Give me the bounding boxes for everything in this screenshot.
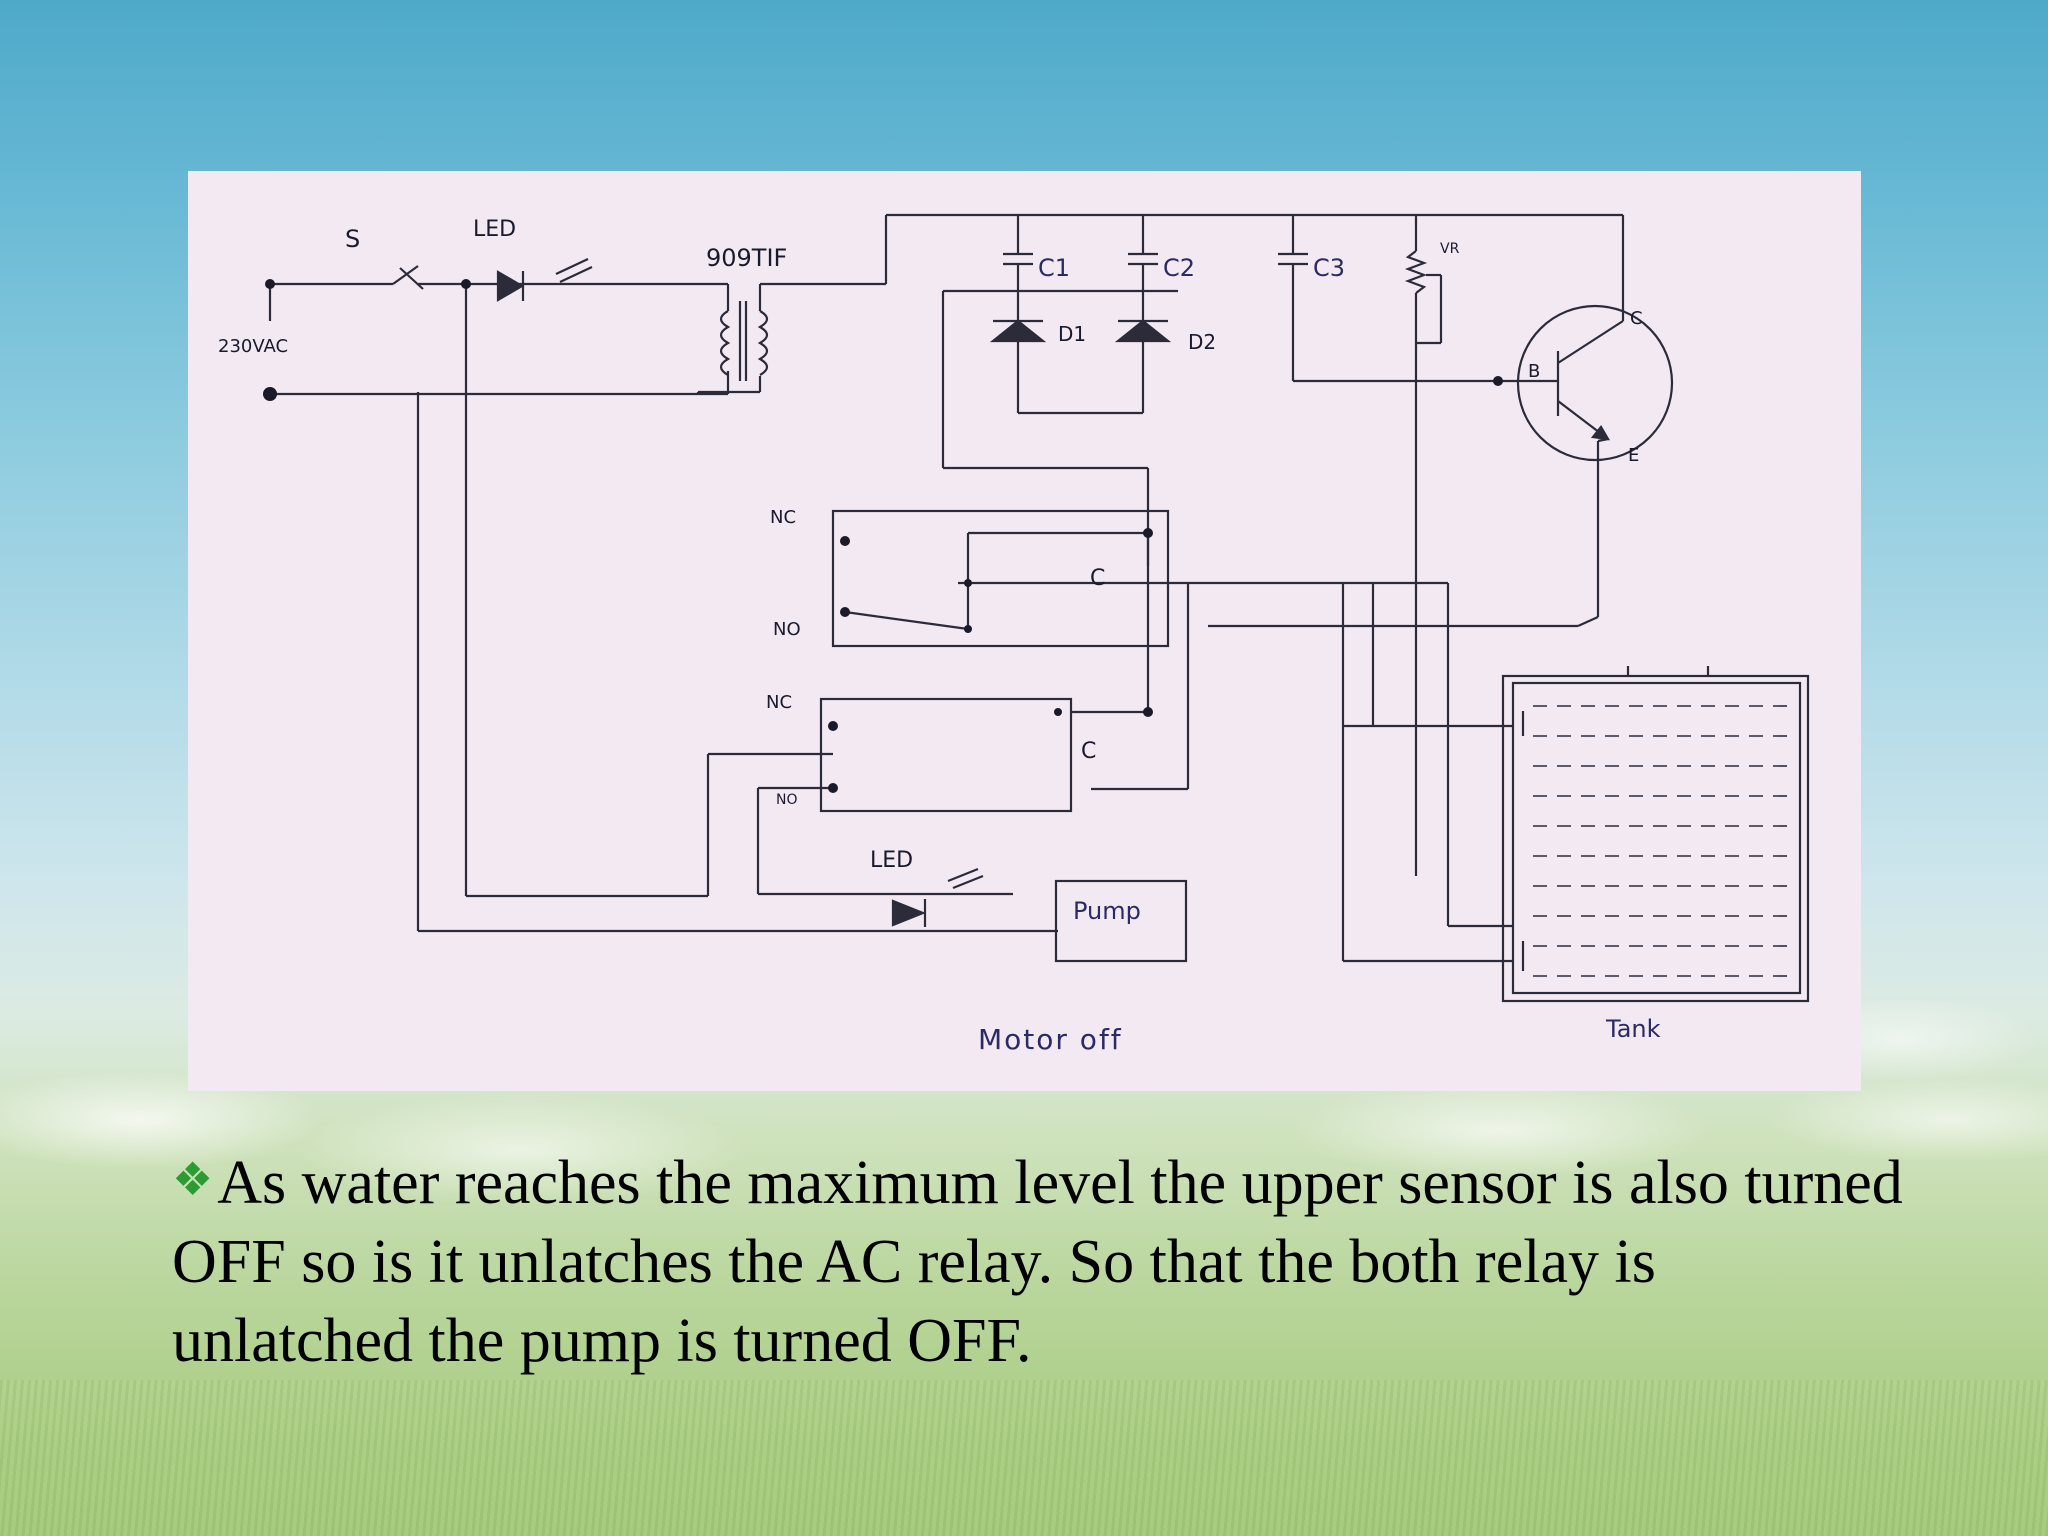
label-relay2-nc: NC	[766, 692, 792, 713]
circuit-diagram: S LED 230VAC 909TIF C1 C2 C3 D1 D2 VR B …	[188, 171, 1861, 1091]
label-c2: C2	[1163, 254, 1195, 282]
caption-text-block: ❖As water reaches the maximum level the …	[172, 1140, 1912, 1381]
label-relay2-c: C	[1081, 739, 1096, 764]
label-transistor-b: B	[1528, 361, 1540, 382]
circuit-svg: S LED 230VAC 909TIF C1 C2 C3 D1 D2 VR B …	[218, 213, 1810, 1056]
label-switch: S	[345, 225, 360, 253]
label-status: Motor off	[978, 1023, 1123, 1056]
caption-text: As water reaches the maximum level the u…	[172, 1149, 1903, 1375]
label-transistor-c: C	[1630, 308, 1643, 329]
label-relay1-nc: NC	[770, 507, 796, 528]
label-vr: VR	[1440, 241, 1460, 257]
label-led-top: LED	[473, 217, 516, 242]
label-relay2-no: NO	[776, 792, 798, 808]
label-relay1-c: C	[1090, 566, 1105, 591]
label-led-bottom: LED	[870, 848, 913, 873]
label-transistor-e: E	[1628, 445, 1639, 466]
label-tank: Tank	[1605, 1015, 1661, 1043]
label-transformer: 909TIF	[706, 244, 787, 272]
label-d2: D2	[1188, 330, 1216, 354]
label-pump: Pump	[1073, 897, 1141, 925]
four-diamond-bullet-icon: ❖	[172, 1154, 214, 1205]
label-relay1-no: NO	[773, 619, 801, 640]
label-supply: 230VAC	[218, 336, 288, 357]
label-c1: C1	[1038, 254, 1070, 282]
label-c3: C3	[1313, 254, 1345, 282]
label-d1: D1	[1058, 322, 1086, 346]
grass-texture	[0, 1380, 2048, 1536]
